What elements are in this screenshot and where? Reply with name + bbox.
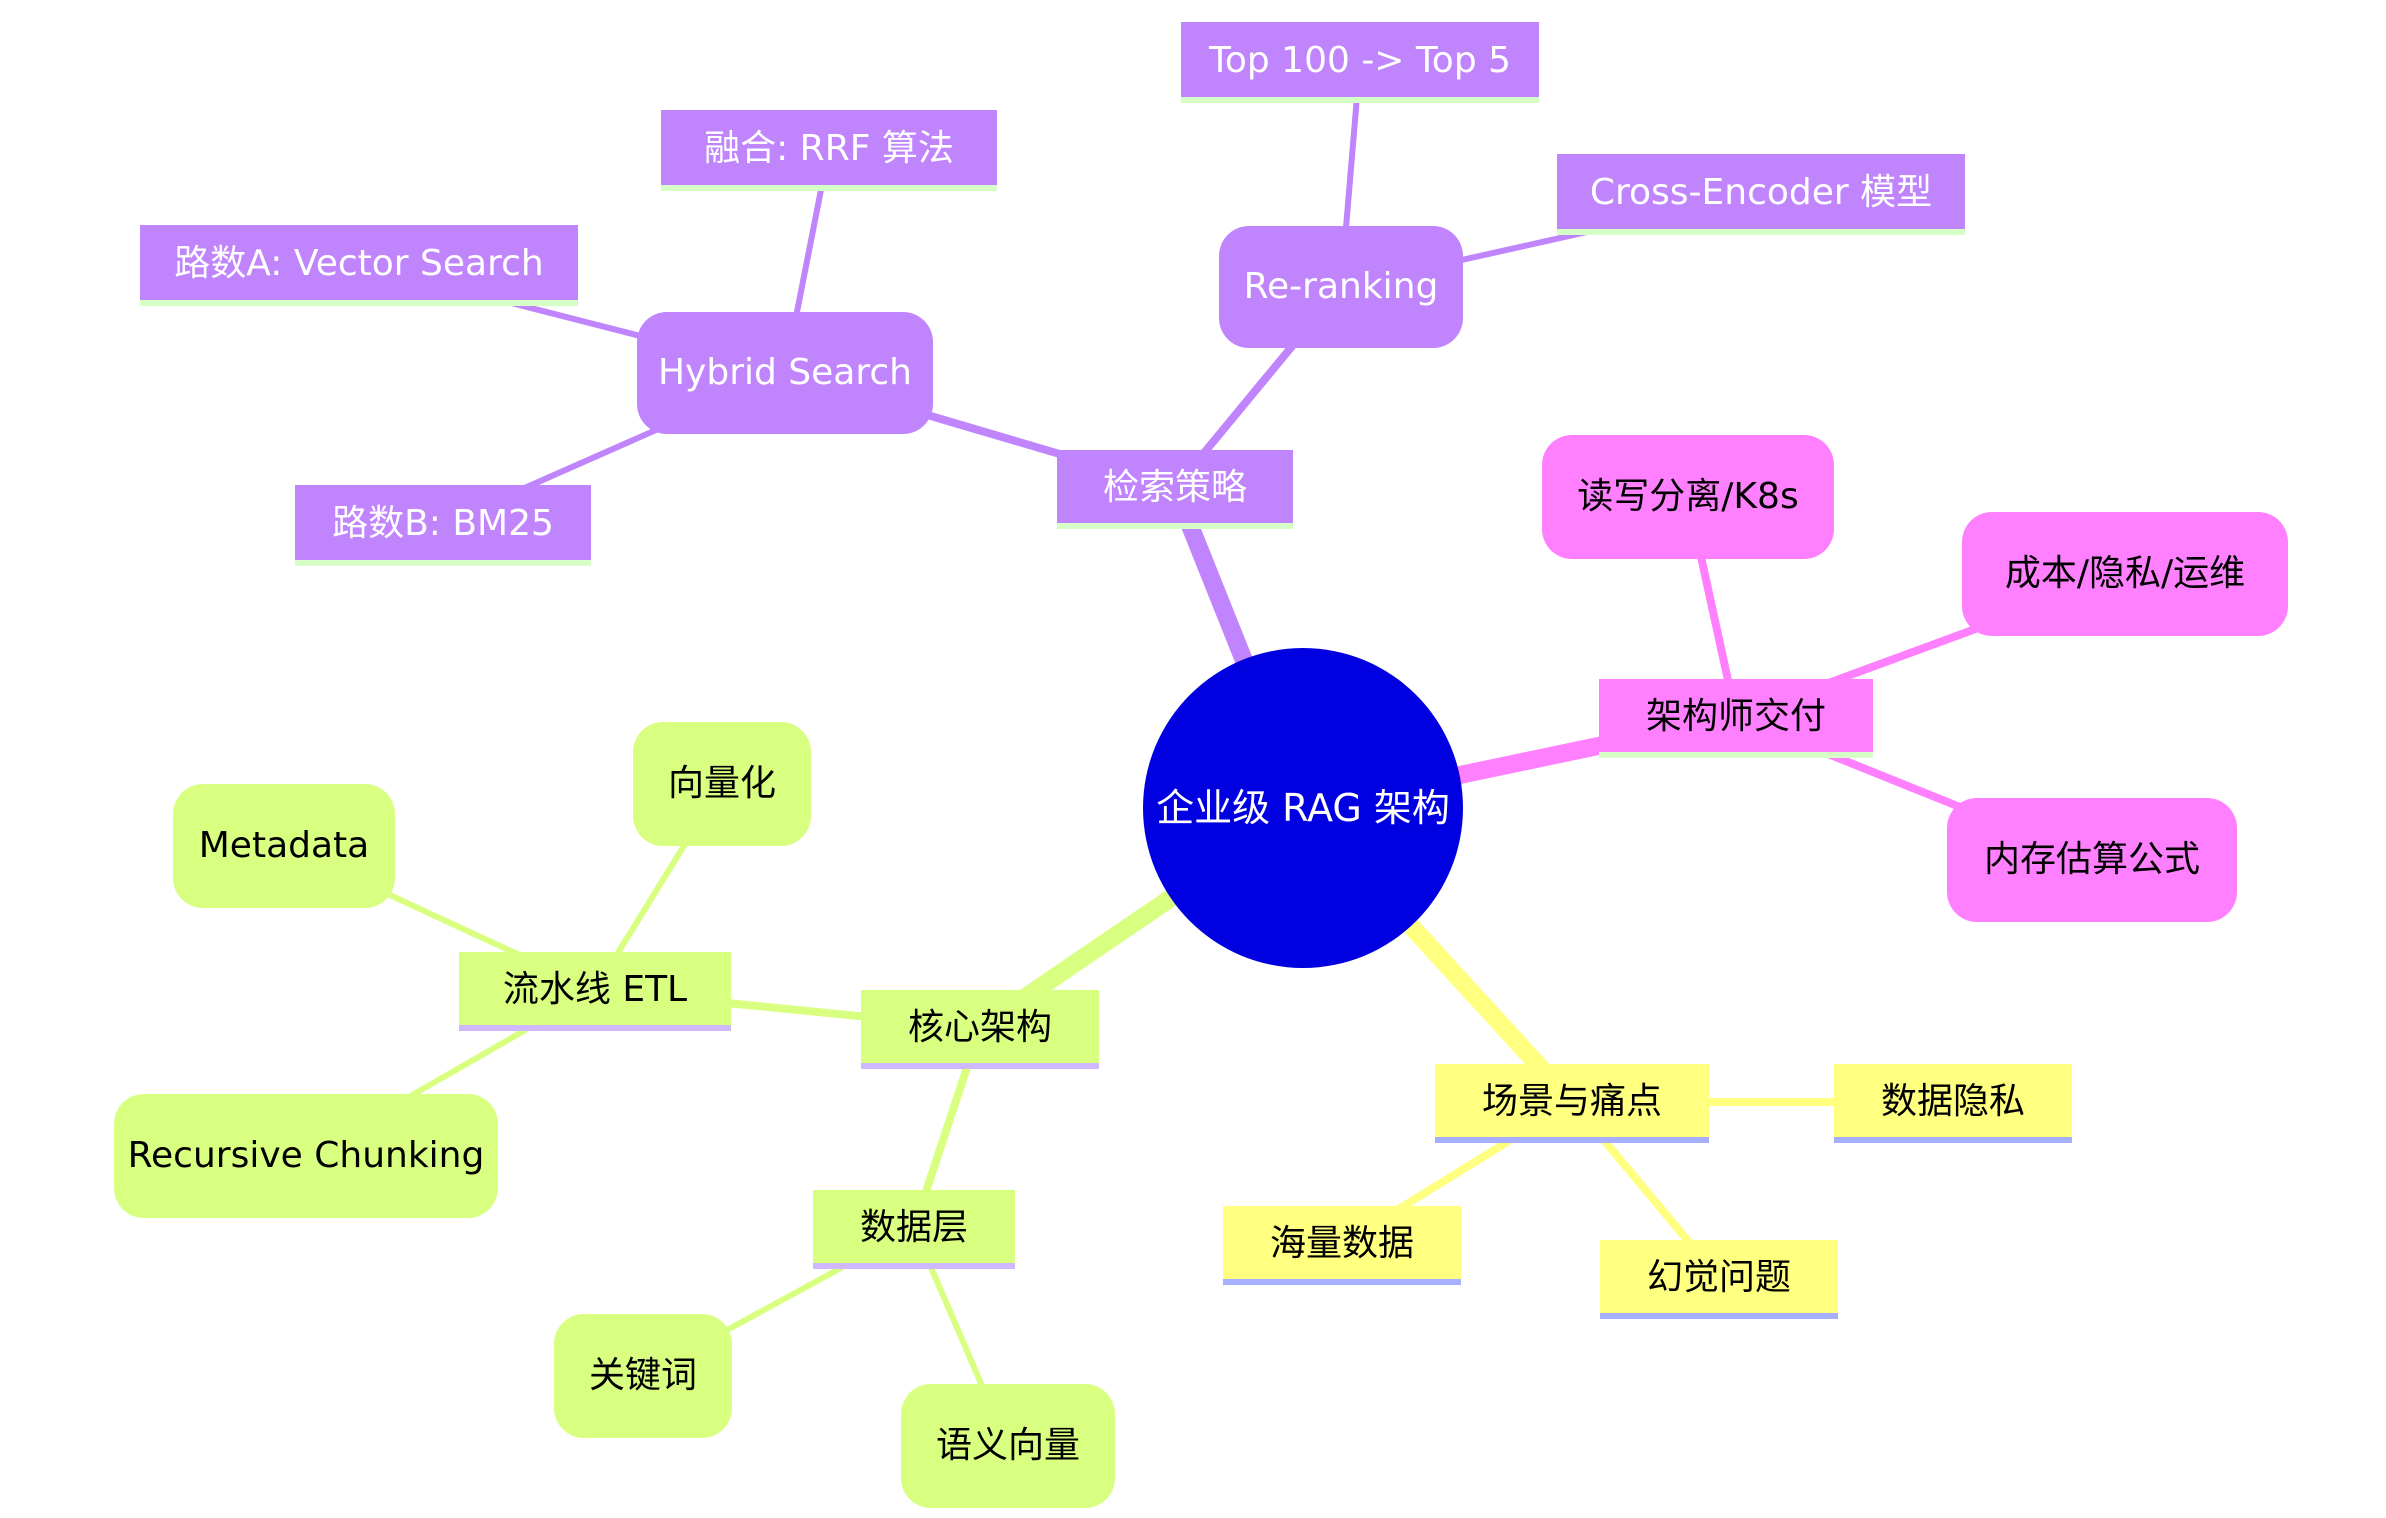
- node-label: 读写分离/K8s: [1577, 476, 1799, 517]
- node-cost: 成本/隐私/运维: [1962, 512, 2288, 636]
- node-metadata: Metadata: [173, 784, 395, 908]
- node-label: 关键词: [588, 1355, 697, 1396]
- node-scene: 场景与痛点: [1435, 1064, 1709, 1140]
- node-mem: 内存估算公式: [1947, 798, 2237, 922]
- node-underline-crossenc: [1557, 229, 1965, 235]
- node-etl: 流水线 ETL: [459, 952, 731, 1028]
- node-label: 数据层: [859, 1207, 968, 1248]
- node-underline-core: [861, 1063, 1099, 1069]
- node-underline-datalayer: [813, 1263, 1015, 1269]
- node-hybrid: Hybrid Search: [637, 312, 933, 434]
- node-label: Metadata: [198, 825, 370, 866]
- node-rerank: Re-ranking: [1219, 226, 1463, 348]
- node-underline-halluc: [1600, 1313, 1838, 1319]
- node-label: 海量数据: [1269, 1223, 1414, 1264]
- node-label: Top 100 -> Top 5: [1208, 40, 1512, 81]
- node-underline-rrf: [661, 185, 997, 191]
- node-underline-privacy: [1834, 1137, 2072, 1143]
- node-rw: 读写分离/K8s: [1542, 435, 1834, 559]
- node-label: 幻觉问题: [1646, 1257, 1791, 1298]
- node-underline-architect: [1599, 752, 1873, 758]
- node-retrieval: 检索策略: [1057, 450, 1293, 526]
- node-underline-pathA: [140, 300, 578, 306]
- node-crossenc: Cross-Encoder 模型: [1557, 154, 1965, 232]
- node-halluc: 幻觉问题: [1600, 1240, 1838, 1316]
- node-architect: 架构师交付: [1599, 679, 1873, 755]
- node-vectorize: 向量化: [633, 722, 811, 846]
- node-rrf: 融合: RRF 算法: [661, 110, 997, 188]
- node-label: 路数B: BM25: [332, 503, 554, 544]
- node-label: 流水线 ETL: [502, 969, 688, 1010]
- node-label: 核心架构: [907, 1007, 1052, 1048]
- node-underline-etl: [459, 1025, 731, 1031]
- node-label: 检索策略: [1102, 467, 1247, 508]
- node-label: 场景与痛点: [1481, 1081, 1662, 1122]
- node-label: 内存估算公式: [1983, 839, 2200, 880]
- node-underline-top: [1181, 97, 1539, 103]
- node-privacy: 数据隐私: [1834, 1064, 2072, 1140]
- node-datalayer: 数据层: [813, 1190, 1015, 1266]
- node-label: Cross-Encoder 模型: [1589, 172, 1933, 213]
- node-label: Re-ranking: [1243, 266, 1439, 307]
- node-label: 语义向量: [935, 1425, 1080, 1466]
- node-massive: 海量数据: [1223, 1206, 1461, 1282]
- node-root: 企业级 RAG 架构: [1143, 648, 1463, 968]
- node-underline-scene: [1435, 1137, 1709, 1143]
- node-label: Hybrid Search: [657, 352, 912, 393]
- node-label: 路数A: Vector Search: [174, 243, 544, 284]
- node-pathA: 路数A: Vector Search: [140, 225, 578, 303]
- node-label: 向量化: [667, 763, 776, 804]
- node-label: 融合: RRF 算法: [704, 128, 954, 169]
- node-semantic: 语义向量: [901, 1384, 1115, 1508]
- node-pathB: 路数B: BM25: [295, 485, 591, 563]
- node-label: 架构师交付: [1645, 696, 1826, 737]
- node-label: 数据隐私: [1880, 1081, 2025, 1122]
- node-core: 核心架构: [861, 990, 1099, 1066]
- node-chunking: Recursive Chunking: [114, 1094, 498, 1218]
- node-underline-massive: [1223, 1279, 1461, 1285]
- node-underline-pathB: [295, 560, 591, 566]
- node-top: Top 100 -> Top 5: [1181, 22, 1539, 100]
- node-underline-retrieval: [1057, 523, 1293, 529]
- node-label: 企业级 RAG 架构: [1156, 786, 1450, 830]
- node-keyword: 关键词: [554, 1314, 732, 1438]
- node-label: Recursive Chunking: [127, 1135, 485, 1176]
- node-label: 成本/隐私/运维: [2004, 553, 2246, 594]
